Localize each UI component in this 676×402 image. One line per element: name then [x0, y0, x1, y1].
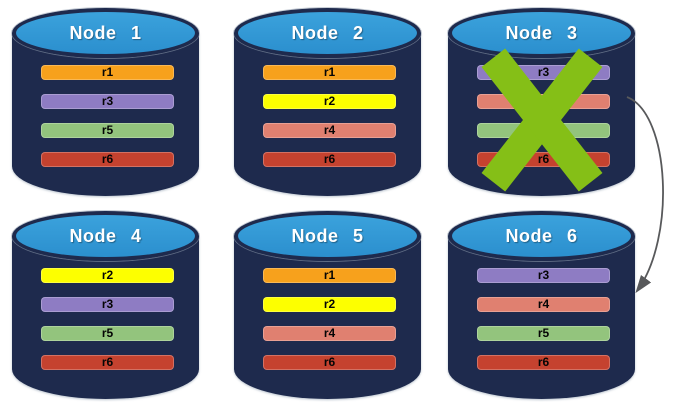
node-title: Node 1: [69, 22, 142, 43]
replica-bar-r1: r1: [41, 65, 174, 80]
node-1: Node 1 r1 r3 r5 r6: [12, 8, 199, 196]
replica-bar-r1: r1: [263, 65, 396, 80]
replica-label: r5: [101, 123, 114, 137]
replica-label: r6: [323, 152, 336, 166]
replica-list: r2 r3 r5 r6: [41, 268, 174, 384]
replica-label: r4: [323, 123, 336, 137]
replica-label: r4: [537, 297, 550, 311]
replica-bar-r1: r1: [263, 268, 396, 283]
replica-label: r5: [537, 326, 550, 340]
replica-bar-r6: r6: [41, 152, 174, 167]
replica-bar-r5: r5: [41, 326, 174, 341]
cylinder-top: Node 4: [12, 211, 199, 261]
replica-list: r1 r2 r4 r6: [263, 65, 396, 181]
cylinder-body: [448, 236, 635, 399]
replica-bar-r3: r3: [477, 268, 610, 283]
replica-bar-r2: r2: [41, 268, 174, 283]
replica-bar-r3: r3: [41, 297, 174, 312]
node-title: Node 3: [505, 22, 578, 43]
replica-label: r3: [101, 94, 114, 108]
failure-x-icon: [481, 48, 603, 192]
replica-bar-r6: r6: [263, 355, 396, 370]
node-title: Node 2: [291, 22, 364, 43]
replica-label: r3: [537, 65, 550, 79]
replica-label: r6: [537, 152, 550, 166]
replica-bar-r2: r2: [263, 297, 396, 312]
replica-bar-r6: r6: [263, 152, 396, 167]
node-title: Node 6: [505, 225, 578, 246]
cylinder-top: Node 2: [234, 8, 421, 58]
replica-label: r4: [323, 326, 336, 340]
cylinder-top: Node 6: [448, 211, 635, 261]
cylinder-top: Node 5: [234, 211, 421, 261]
replica-list: r3 r4 r5 r6: [477, 268, 610, 384]
cylinder-body: [234, 236, 421, 399]
replica-bar-r5: r5: [477, 326, 610, 341]
replica-bar-r4: r4: [263, 326, 396, 341]
replica-bar-r6: r6: [477, 355, 610, 370]
cylinder-top: Node 1: [12, 8, 199, 58]
node-6: Node 6 r3 r4 r5 r6: [448, 211, 635, 399]
replica-label: r6: [323, 355, 336, 369]
node-2: Node 2 r1 r2 r4 r6: [234, 8, 421, 196]
replica-bar-r6: r6: [41, 355, 174, 370]
cylinder-body: [12, 236, 199, 399]
replica-bar-r4: r4: [477, 297, 610, 312]
replica-label: r6: [537, 355, 550, 369]
replica-label: r2: [323, 94, 336, 108]
replica-label: r3: [537, 268, 550, 282]
replica-label: r1: [323, 65, 336, 79]
replica-bar-r2: r2: [263, 94, 396, 109]
replica-label: r2: [101, 268, 114, 282]
replica-label: r1: [101, 65, 114, 79]
cylinder-body: [12, 33, 199, 196]
replica-bar-r4: r4: [263, 123, 396, 138]
replica-bar-r3: r3: [41, 94, 174, 109]
replica-list: r1 r2 r4 r6: [263, 268, 396, 384]
node-title: Node 4: [69, 225, 142, 246]
replica-label: r5: [101, 326, 114, 340]
replica-bar-r5: r5: [41, 123, 174, 138]
replica-label: r6: [101, 152, 114, 166]
replica-label: r2: [323, 297, 336, 311]
node-5: Node 5 r1 r2 r4 r6: [234, 211, 421, 399]
replica-label: r6: [101, 355, 114, 369]
replica-label: r1: [323, 268, 336, 282]
replica-label: r3: [101, 297, 114, 311]
cylinder-top: Node 3: [448, 8, 635, 58]
node-4: Node 4 r2 r3 r5 r6: [12, 211, 199, 399]
node-title: Node 5: [291, 225, 364, 246]
replica-list: r1 r3 r5 r6: [41, 65, 174, 181]
cylinder-body: [234, 33, 421, 196]
